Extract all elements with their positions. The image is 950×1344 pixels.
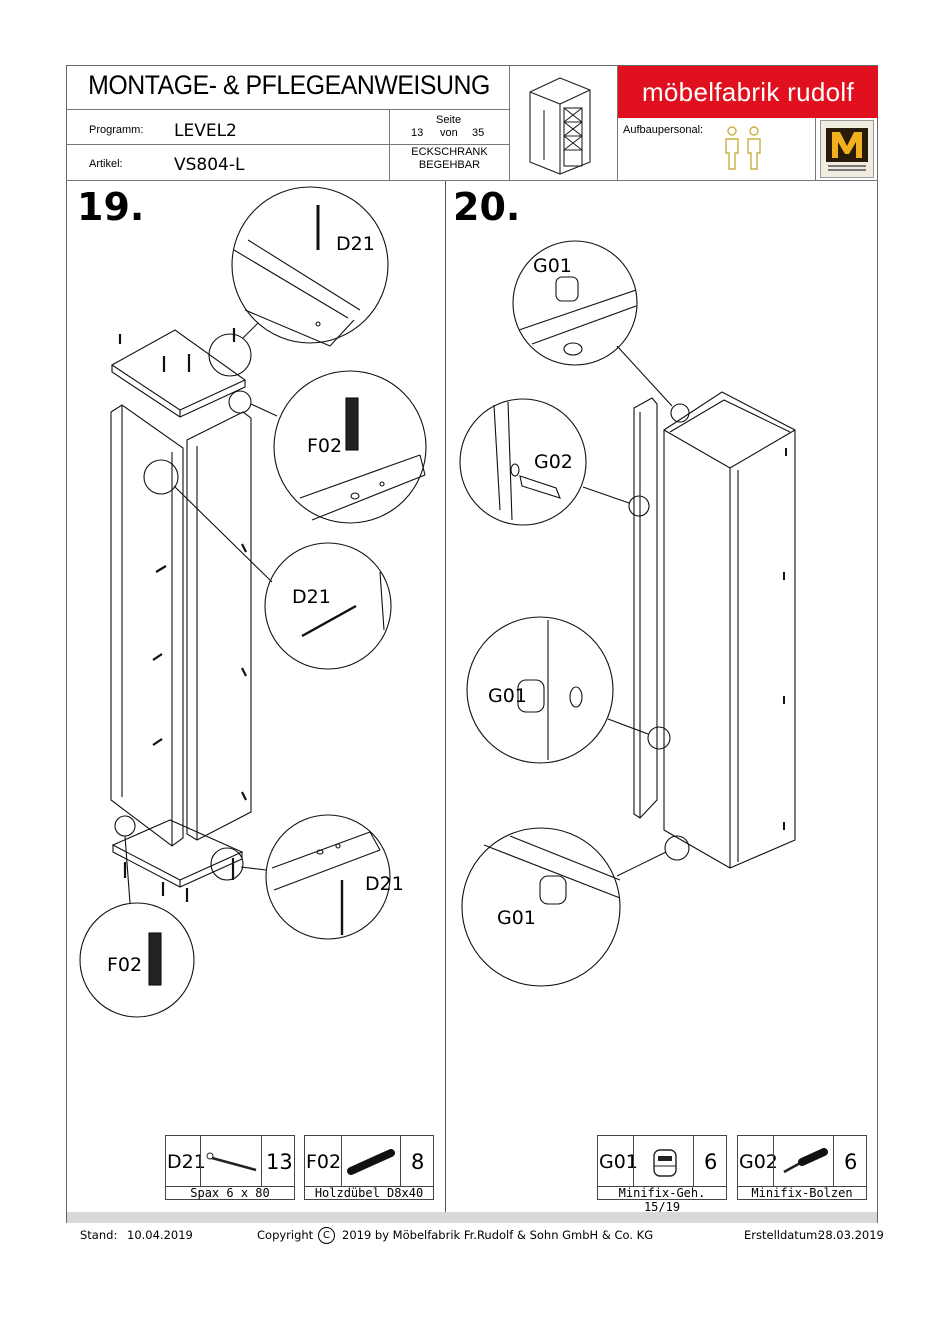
artikel-label: Artikel: (89, 158, 123, 170)
erstell-label: Erstelldatum: (744, 1228, 822, 1242)
callout-label-f02: F02 (307, 435, 342, 457)
minifix-bolt-icon (783, 1148, 828, 1174)
copyright-prefix: Copyright (257, 1228, 314, 1242)
page-current: 13 (411, 127, 424, 139)
minifix-housing-icon (653, 1149, 677, 1177)
part-qty: 6 (844, 1150, 858, 1174)
brand-logo: möbelfabrik rudolf (618, 66, 878, 118)
part-card-f02: F02 8 Holzdübel D8x40 (304, 1135, 434, 1200)
erstell-date: 28.03.2019 (818, 1228, 884, 1242)
part-name: Holzdübel D8x40 (314, 1186, 424, 1200)
seite-label: Seite (436, 114, 462, 126)
stand-label: Stand: (80, 1228, 118, 1242)
part-qty: 8 (411, 1150, 425, 1174)
part-name: Minifix-Bolzen (751, 1186, 853, 1200)
callout-label-g01: G01 (533, 255, 572, 277)
header-divider (617, 65, 618, 181)
callout-label-d21: D21 (365, 873, 404, 895)
step-divider (445, 181, 446, 1212)
callout-label-f02: F02 (107, 954, 142, 976)
part-qty: 6 (704, 1150, 718, 1174)
part-qty: 13 (266, 1150, 293, 1174)
header-divider (66, 109, 509, 110)
callout-labels-20: G01 G02 G01 G01 (488, 255, 573, 929)
part-name: Minifix-Geh. 15/19 (618, 1186, 706, 1214)
page-of: von (440, 127, 458, 139)
header-divider (389, 109, 390, 181)
product-line2: BEGEHBAR (418, 159, 481, 171)
header-divider (509, 65, 510, 181)
callout-label-d21: D21 (336, 233, 375, 255)
document-title: MONTAGE- & PFLEGEANWEISUNG (88, 70, 490, 100)
two-persons-icon (725, 126, 761, 170)
footer-bar (67, 1212, 877, 1223)
programm-value: LEVEL2 (174, 121, 237, 141)
callout-label-g01: G01 (488, 685, 527, 707)
part-card-g01: G01 6 Minifix-Geh. 15/19 (597, 1135, 727, 1214)
step-19-illustration: D21 F02 D21 D21 F02 (79, 186, 427, 1018)
copyright-text: 2019 by Möbelfabrik Fr.Rudolf & Sohn Gmb… (342, 1228, 654, 1242)
header-divider (66, 144, 509, 145)
artikel-value: VS804-L (174, 155, 245, 175)
page-total: 35 (472, 127, 485, 139)
header-divider (815, 118, 816, 181)
dowel-icon (347, 1149, 395, 1175)
callout-label-g02: G02 (534, 451, 573, 473)
part-code: G02 (739, 1151, 778, 1173)
stand-date: 10.04.2019 (127, 1228, 193, 1242)
screw-icon (206, 1152, 257, 1172)
callout-labels-19: D21 F02 D21 D21 F02 (107, 233, 404, 976)
part-code: G01 (599, 1151, 638, 1173)
part-code: D21 (167, 1151, 206, 1173)
quality-seal-icon (820, 120, 874, 178)
callout-label-d21: D21 (292, 586, 331, 608)
part-card-g02: G02 6 Minifix-Bolzen (737, 1135, 867, 1200)
step-number-19: 19. (77, 185, 145, 229)
step-20-illustration: G01 G02 G01 G01 (459, 240, 796, 987)
part-code: F02 (306, 1151, 342, 1173)
step-number-20: 20. (453, 185, 521, 229)
aufbaupersonal-label: Aufbaupersonal: (623, 124, 704, 136)
programm-label: Programm: (89, 124, 144, 136)
part-card-d21: D21 13 Spax 6 x 80 (165, 1135, 295, 1200)
header-divider (66, 180, 878, 181)
cabinet-thumbnail-icon (529, 77, 591, 175)
callout-label-g01: G01 (497, 907, 536, 929)
product-line1: ECKSCHRANK (411, 146, 488, 158)
part-name: Spax 6 x 80 (190, 1186, 270, 1200)
copyright-symbol: C (318, 1227, 335, 1244)
